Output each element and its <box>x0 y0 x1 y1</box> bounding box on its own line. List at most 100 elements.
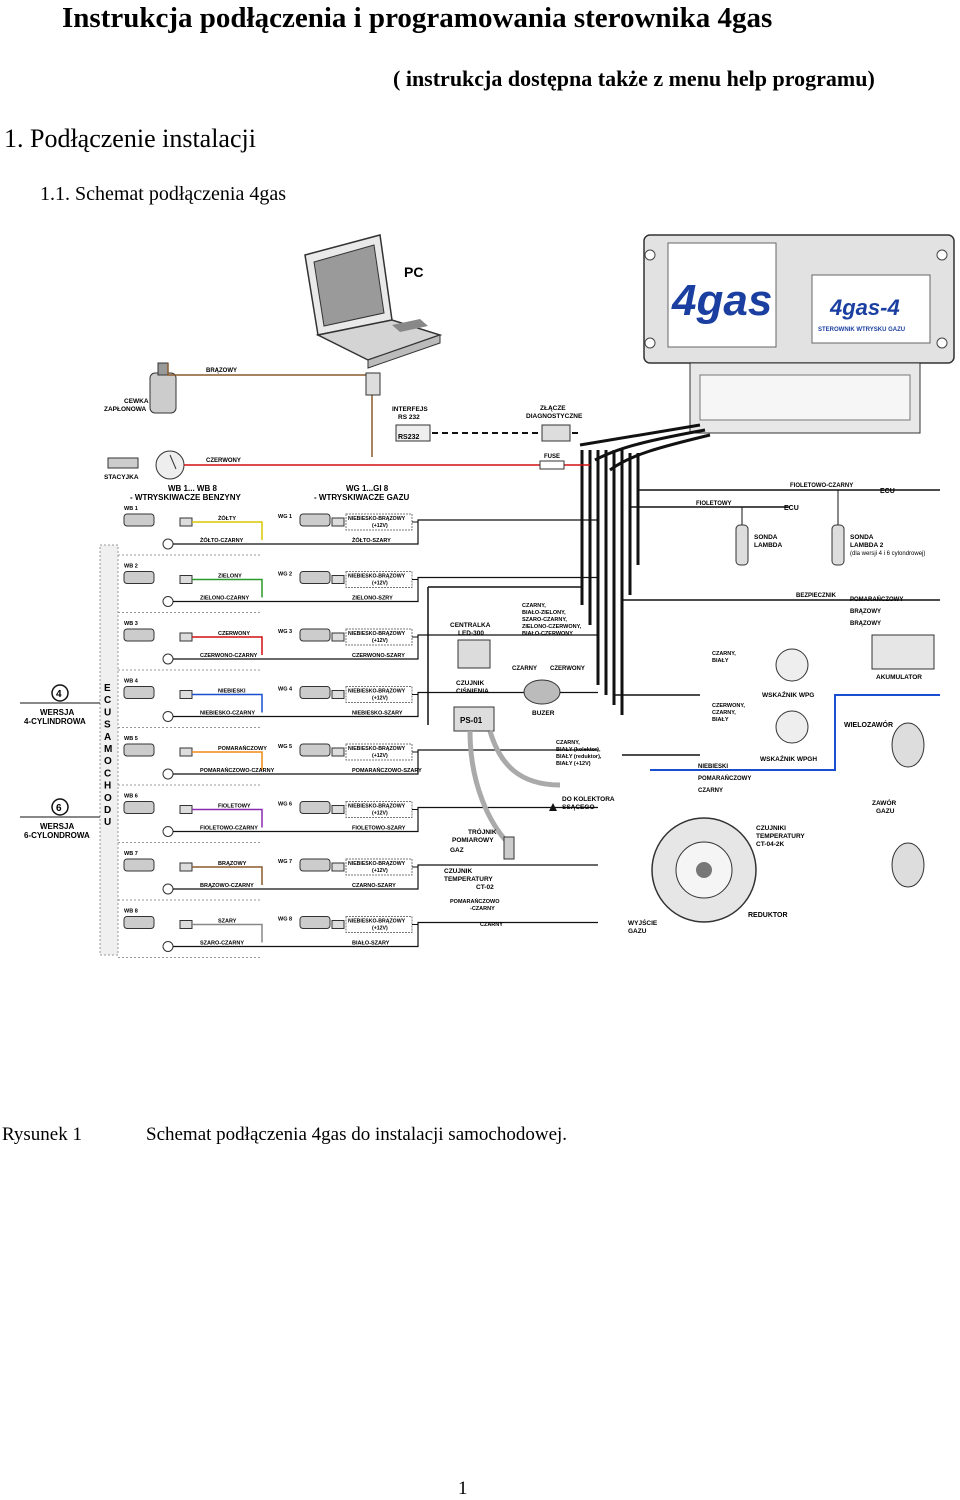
tee-label-1: TRÓJNIK <box>468 827 497 836</box>
tempsensors-label-3: CT-04-2K <box>756 841 784 848</box>
ignition-coil-illustration <box>149 362 177 414</box>
gas-injector-label: WG 2 <box>278 572 292 578</box>
reducer-label: REDUKTOR <box>748 912 788 919</box>
lambda-sensor-1 <box>735 507 749 566</box>
lambda1-label-1: SONDA <box>754 534 778 541</box>
ecu-side-letter: O <box>104 793 112 804</box>
wpgh-wire-3: BIAŁY <box>712 717 729 723</box>
ecu-side-letter: E <box>104 683 111 694</box>
lambda2-label-3: (dla wersji 4 i 6 cylondrowej) <box>850 551 925 557</box>
gas-wire-color2-label: CZARNO-SZARY <box>352 883 396 889</box>
gas-wire-voltage-label: (+12V) <box>372 868 388 874</box>
led300-label-2: LED-300 <box>458 630 484 637</box>
ecu-side-letter: U <box>104 707 111 718</box>
gas-injector-label: WG 1 <box>278 514 292 520</box>
connector-icon <box>162 768 174 780</box>
buzer-wire-2: CZERWONY <box>550 666 585 672</box>
coil-label-1: CEWKA <box>124 398 149 405</box>
led300-illustration <box>457 639 491 669</box>
wpg-wire-1: CZARNY, <box>712 651 736 657</box>
document-subtitle: ( instrukcja dostępna także z menu help … <box>393 66 875 91</box>
gasvalve-illustration <box>891 842 925 888</box>
lambda1-label-2: LAMBDA <box>754 542 782 549</box>
petrol-injector-icon <box>123 801 155 814</box>
petrol-wire-color2-label: BRĄZOWO-CZARNY <box>200 883 254 889</box>
version4-label-1: WERSJA <box>40 708 74 717</box>
petrol-wire-color-label: NIEBIESKI <box>218 689 246 695</box>
led-wire-4: ZIELONO-CZERWONY, <box>522 624 582 630</box>
ps-wire-3: BIAŁY (reduktor), <box>556 754 602 760</box>
led300-label-1: CENTRALKA <box>450 622 491 629</box>
connector-icon <box>162 711 174 722</box>
main-harness <box>579 423 711 715</box>
ecu-side-letter: C <box>104 695 111 706</box>
gas-injector-label: WG 5 <box>278 744 292 750</box>
petrol-injector-icon <box>123 858 155 872</box>
connector-icon <box>162 538 174 550</box>
diagnostic-connector <box>541 424 571 442</box>
petrol-injector-label: WB 8 <box>124 909 138 915</box>
petrol-injector-icon <box>123 628 155 642</box>
gas-injector-icon <box>299 628 331 642</box>
wpgh-label: WSKAŹNIK WPGH <box>760 754 817 763</box>
petrol-wire-color-label: POMARAŃCZOWY <box>218 744 267 752</box>
gas-wire-color-label: NIEBIESKO-BRĄZOWY <box>348 574 406 580</box>
petrol-injector-label: WB 2 <box>124 564 138 570</box>
gasvalve-label-2: GAZU <box>876 808 895 815</box>
version6-label-1: WERSJA <box>40 822 74 831</box>
gas-injector-icon <box>299 686 331 699</box>
ecu-side-letter: C <box>104 768 111 779</box>
ecu-side-letter: S <box>104 720 111 731</box>
petrol-wire-color-label: BRĄZOWY <box>218 861 247 867</box>
ps-wire-2: BIAŁY (kolektor), <box>556 747 601 753</box>
laptop-illustration <box>304 234 443 369</box>
controller-unit <box>643 234 955 434</box>
connector-icon <box>162 883 174 895</box>
petrol-wire-color2-label: NIEBIESKO-CZARNY <box>200 711 255 717</box>
petrol-injector-label: WB 3 <box>124 621 138 627</box>
gas-wire-color-label: NIEBIESKO-BRĄZOWY <box>348 631 406 637</box>
gas-wire-color-label: NIEBIESKO-BRĄZOWY <box>348 919 406 925</box>
battery-wire-3: BRĄZOWY <box>850 621 881 627</box>
gas-wire-color-label: NIEBIESKO-BRĄZOWY <box>348 746 406 752</box>
gas-wire-color-label: NIEBIESKO-BRĄZOWY <box>348 804 406 810</box>
led-wire-5: BIAŁO-CZERWONY <box>522 631 573 637</box>
led-wire-3: SZARO-CZARNY, <box>522 617 567 623</box>
gas-wire-color2-label: ŻÓŁTO-SZARY <box>352 536 391 544</box>
pressure-label-1: CZUJNIK <box>456 680 484 687</box>
petrol-injector-icon <box>123 513 155 527</box>
gas-wire-color-label: NIEBIESKO-BRĄZOWY <box>348 861 406 867</box>
car-ecu-strip <box>99 544 119 956</box>
lambda-wire-label-1: FIOLETOWO-CZARNY <box>790 483 853 489</box>
manifold-label-2: SSĄCEGO <box>562 804 595 811</box>
document-title: Instrukcja podłączenia i programowania s… <box>62 2 773 34</box>
ecu-side-letter: M <box>104 744 112 755</box>
gas-wire-color2-label: NIEBIESKO-SZARY <box>352 711 403 717</box>
gas-injector-icon <box>299 916 331 929</box>
gas-injector-icon <box>299 513 331 527</box>
battery-wire-1: POMARAŃCZOWY <box>850 595 903 603</box>
gas-wire-voltage-label: (+12V) <box>372 811 388 817</box>
ps01-illustration <box>453 706 495 732</box>
led-wire-1: CZARNY, <box>522 603 546 609</box>
wpgh-wire-1: CZERWONY, <box>712 703 745 709</box>
wpgh-gauge <box>775 710 809 744</box>
manifold-label-1: DO KOLEKTORA <box>562 796 615 803</box>
fuse-label: FUSE <box>544 454 560 460</box>
tee-label-2: POMIAROWY <box>452 837 494 844</box>
wiring-diagram: PC 4gas 4gas-4 STEROWNIK WTRYSKU GAZU CE… <box>20 234 955 958</box>
gas-wire-color2-label: CZERWONO-SZARY <box>352 653 405 659</box>
wg-header-2: - WTRYSKIWACZE GAZU <box>314 493 409 502</box>
lambda2-label-2: LAMBDA 2 <box>850 542 884 549</box>
gas-wire-voltage-label: (+12V) <box>372 926 388 932</box>
wb-header-2: - WTRYSKIWACZE BENZYNY <box>130 493 241 502</box>
figure-caption: Schemat podłączenia 4gas do instalacji s… <box>146 1124 568 1145</box>
gas-injector-icon <box>299 801 331 814</box>
